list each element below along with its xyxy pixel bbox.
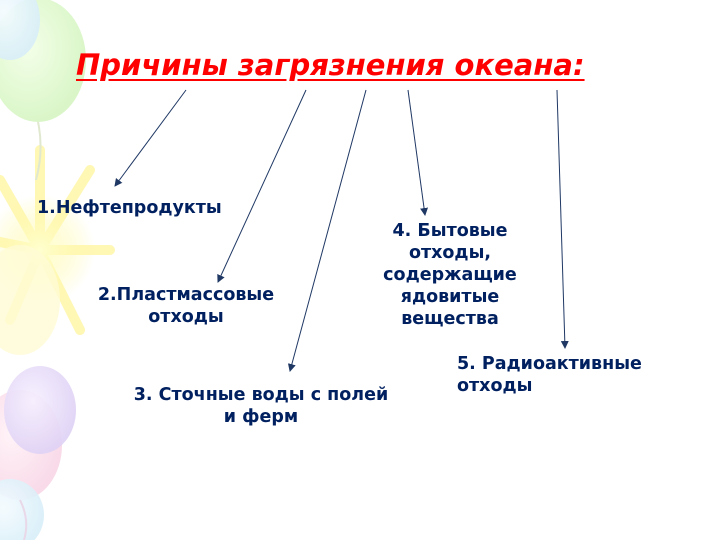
cause-1-line1: 1.Нефтепродукты xyxy=(37,198,222,218)
arrow-4 xyxy=(407,89,429,216)
balloon-blue-low xyxy=(0,479,44,540)
cause-3-line2: и ферм xyxy=(223,407,299,427)
cause-2-label: 2.Пластмассовые отходы xyxy=(86,284,286,328)
arrow-5 xyxy=(556,89,569,349)
cause-5-label: 5. Радиоактивные отходы xyxy=(457,353,642,397)
page-title: Причины загрязнения океана: xyxy=(76,48,585,82)
arrow-2 xyxy=(217,89,307,283)
cause-2-line1: 2.Пластмассовые xyxy=(97,285,275,305)
cause-4-label: 4. Бытовые отходы, содержащие ядовитые в… xyxy=(370,220,530,330)
cause-3-line1: 3. Сточные воды с полей xyxy=(133,385,389,405)
balloon-yellow xyxy=(0,245,60,355)
cause-3-label: 3. Сточные воды с полей и ферм xyxy=(116,384,406,428)
cause-5-line2: отходы xyxy=(457,376,533,396)
arrow-3 xyxy=(287,89,367,372)
cause-2-line2: отходы xyxy=(148,307,224,327)
cause-4-line1: 4. Бытовые xyxy=(392,221,508,241)
cause-5-line1: 5. Радиоактивные xyxy=(457,354,642,374)
cause-4-line5: вещества xyxy=(401,309,499,329)
cause-4-line4: ядовитые xyxy=(400,287,500,307)
arrow-1 xyxy=(114,89,187,187)
cause-4-line3: содержащие xyxy=(383,265,517,285)
balloon-lilac xyxy=(4,366,76,454)
cause-1-label: 1.Нефтепродукты xyxy=(37,197,222,219)
cause-4-line2: отходы, xyxy=(408,243,492,263)
balloon-blue xyxy=(0,0,40,60)
